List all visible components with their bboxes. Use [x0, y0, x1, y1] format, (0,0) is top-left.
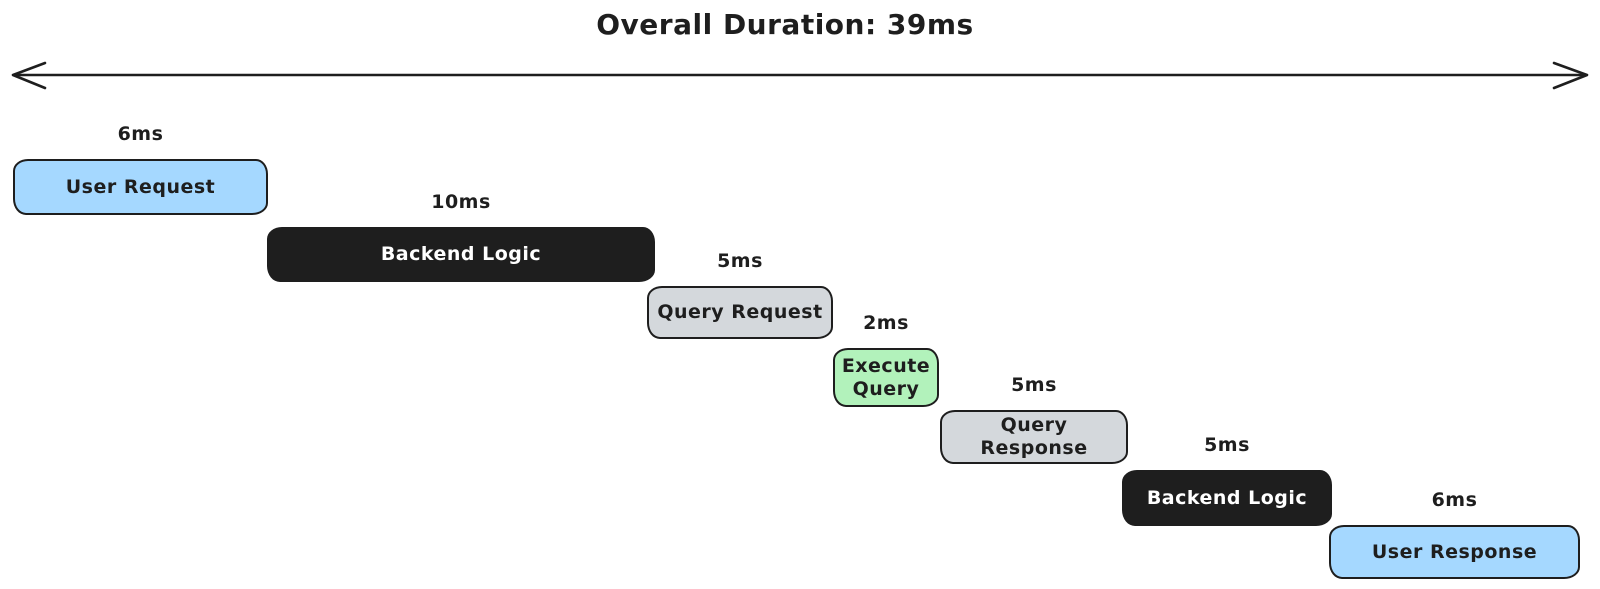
duration-label: 5ms [1011, 374, 1057, 396]
duration-label: 2ms [863, 312, 909, 334]
stage-backend-logic-2: 5ms Backend Logic [1122, 434, 1332, 526]
duration-label: 10ms [431, 191, 491, 213]
stage-box-query-request: Query Request [647, 286, 833, 339]
stage-box-user-request: User Request [13, 159, 268, 215]
arrowhead-right-icon [1552, 61, 1589, 90]
stage-query-request: 5ms Query Request [647, 250, 833, 339]
stage-box-backend-logic-2: Backend Logic [1122, 470, 1332, 526]
overall-duration-arrow [11, 61, 1589, 90]
duration-label: 5ms [717, 250, 763, 272]
stage-execute-query: 2ms Execute Query [833, 312, 939, 407]
stage-query-response: 5ms Query Response [940, 374, 1128, 464]
arrowhead-left-icon [11, 61, 47, 90]
duration-label: 5ms [1204, 434, 1250, 456]
stage-box-query-response: Query Response [940, 410, 1128, 464]
stage-box-execute-query: Execute Query [833, 348, 939, 407]
stage-backend-logic-1: 10ms Backend Logic [267, 191, 655, 282]
duration-label: 6ms [117, 123, 164, 145]
stage-user-response: 6ms User Response [1329, 489, 1580, 579]
stage-box-backend-logic-1: Backend Logic [267, 227, 655, 282]
stage-user-request: 6ms User Request [13, 123, 268, 215]
diagram-title: Overall Duration: 39ms [596, 8, 974, 41]
duration-label: 6ms [1431, 489, 1478, 511]
stage-box-user-response: User Response [1329, 525, 1580, 579]
